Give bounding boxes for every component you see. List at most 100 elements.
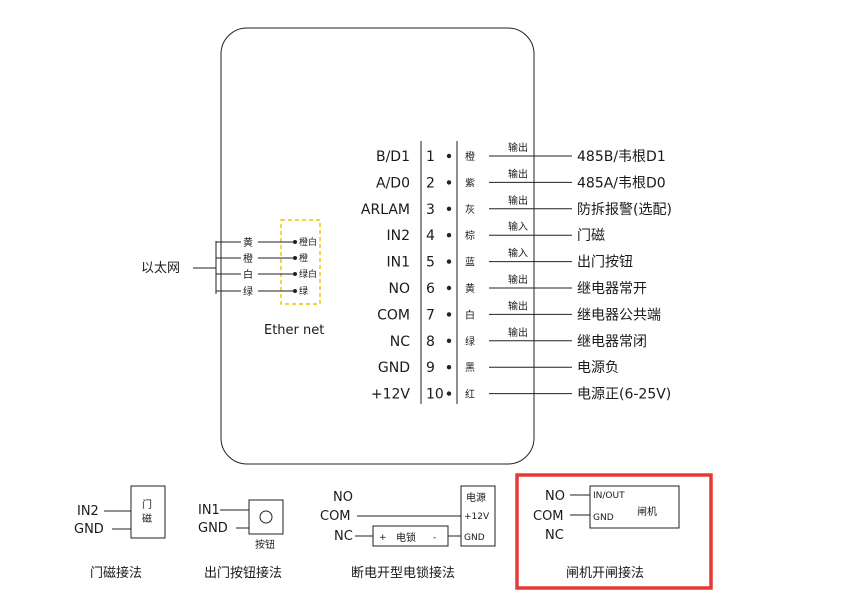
gate-in-port-label: IN/OUT bbox=[593, 491, 625, 501]
ethernet-pair-label: 绿 bbox=[299, 285, 308, 297]
terminal-signal-label: IN2 bbox=[386, 228, 410, 244]
terminal-pin-number: 9 bbox=[426, 360, 435, 376]
terminal-wire-color: 绿 bbox=[465, 335, 475, 348]
gate-caption: 闸机开闸接法 bbox=[566, 565, 644, 581]
terminal-signal-label: B/D1 bbox=[376, 149, 410, 165]
terminal-wire-color: 橙 bbox=[465, 150, 475, 163]
ethernet-pin-dot bbox=[293, 256, 297, 260]
device-outline bbox=[220, 27, 535, 465]
gate-no-label: NO bbox=[545, 489, 565, 504]
ethernet-wire-color: 白 bbox=[243, 268, 253, 281]
terminal-pin-number: 10 bbox=[426, 387, 444, 403]
lock-device-label: 电锁 bbox=[396, 531, 416, 544]
terminal-function-label: 485B/韦根D1 bbox=[577, 149, 666, 165]
gate-highlight-frame bbox=[515, 473, 713, 590]
terminal-signal-label: IN1 bbox=[386, 255, 410, 271]
terminal-function-label: 防拆报警(选配) bbox=[577, 202, 672, 218]
terminal-function-label: 继电器公共端 bbox=[577, 307, 661, 323]
ethernet-caption: Ether net bbox=[264, 323, 324, 338]
terminal-dot bbox=[446, 180, 452, 185]
terminal-wire-color: 棕 bbox=[465, 229, 475, 242]
power-supply-gnd-label: GND bbox=[464, 533, 485, 543]
terminal-pin-number: 5 bbox=[426, 255, 435, 271]
lock-caption: 断电开型电锁接法 bbox=[351, 565, 455, 581]
exit-button-wiring: IN1 GND 按钮 出门按钮接法 bbox=[198, 499, 284, 581]
terminal-dot bbox=[446, 206, 452, 211]
terminal-signal-label: +12V bbox=[371, 387, 411, 403]
terminal-signal-label: COM bbox=[377, 307, 410, 323]
door-sensor-gnd-label: GND bbox=[74, 522, 104, 537]
terminal-wire-color: 黑 bbox=[465, 362, 475, 374]
lock-no-label: NO bbox=[333, 490, 353, 505]
terminal-pin-number: 3 bbox=[426, 202, 435, 218]
exit-button-box bbox=[248, 499, 284, 535]
terminal-pin-number: 1 bbox=[426, 149, 435, 165]
terminal-wire-color: 灰 bbox=[465, 203, 475, 216]
terminal-function-label: 电源正(6-25V) bbox=[577, 387, 671, 403]
terminal-dot bbox=[446, 259, 452, 264]
terminal-function-label: 电源负 bbox=[577, 360, 619, 376]
lock-minus-label: - bbox=[433, 533, 436, 543]
terminal-wire-color: 白 bbox=[465, 308, 475, 321]
ethernet-pins: 黄橙白橙橙白绿白绿绿 bbox=[216, 236, 317, 298]
lock-nc-label: NC bbox=[334, 529, 353, 544]
ethernet-wire-color: 绿 bbox=[243, 285, 253, 298]
terminal-dot bbox=[446, 285, 452, 291]
exit-button-in-label: IN1 bbox=[198, 503, 220, 518]
terminal-pin-number: 4 bbox=[426, 228, 435, 244]
terminal-wire-color: 黄 bbox=[465, 282, 475, 295]
door-sensor-device-char-2: 磁 bbox=[142, 512, 152, 525]
terminal-direction-tag: 输出 bbox=[508, 194, 528, 207]
power-supply-box bbox=[460, 485, 496, 547]
exit-button-icon bbox=[259, 510, 273, 524]
ethernet-pair-label: 绿白 bbox=[299, 268, 317, 280]
power-supply-label: 电源 bbox=[466, 491, 486, 504]
terminal-pin-number: 6 bbox=[426, 281, 435, 297]
terminal-direction-tag: 输入 bbox=[508, 220, 528, 233]
terminal-signal-label: A/D0 bbox=[376, 175, 410, 191]
terminal-pin-number: 7 bbox=[426, 307, 435, 323]
terminal-dot bbox=[446, 338, 452, 343]
door-sensor-wiring: IN2 GND 门 磁 门磁接法 bbox=[74, 485, 166, 581]
terminal-direction-tag: 输出 bbox=[508, 326, 528, 339]
terminal-function-label: 485A/韦根D0 bbox=[577, 175, 666, 191]
terminal-dot bbox=[446, 153, 452, 159]
terminal-function-label: 出门按钮 bbox=[577, 255, 633, 271]
power-off-lock-wiring: NO COM NC + 电锁 - 电源 +12V GND 断电开型电锁接法 bbox=[320, 485, 496, 581]
terminal-wire-color: 蓝 bbox=[465, 257, 475, 269]
terminal-dot bbox=[446, 365, 452, 370]
terminal-pin-number: 8 bbox=[426, 334, 435, 350]
ethernet-pin-dot bbox=[293, 240, 297, 244]
terminal-signal-label: ARLAM bbox=[361, 202, 410, 218]
terminal-direction-tag: 输出 bbox=[508, 167, 528, 180]
terminal-wire-color: 紫 bbox=[465, 177, 475, 189]
gate-nc-label: NC bbox=[545, 528, 564, 543]
door-sensor-in-label: IN2 bbox=[77, 504, 99, 519]
terminal-direction-tag: 输入 bbox=[508, 247, 528, 260]
terminal-dot bbox=[446, 391, 452, 396]
door-sensor-box bbox=[130, 485, 166, 539]
exit-button-device-label: 按钮 bbox=[255, 538, 275, 551]
power-supply-pos-label: +12V bbox=[464, 512, 490, 522]
ethernet-pin-dot bbox=[293, 289, 297, 293]
ethernet-pin-dot bbox=[293, 272, 297, 276]
terminal-dot bbox=[446, 233, 452, 238]
lock-plus-label: + bbox=[379, 533, 387, 543]
ethernet-label: 以太网 bbox=[141, 261, 180, 276]
terminal-signal-label: GND bbox=[378, 360, 410, 376]
gate-gnd-port-label: GND bbox=[593, 513, 614, 523]
ethernet-wire-color: 橙 bbox=[243, 252, 253, 265]
terminal-pin-number: 2 bbox=[426, 175, 435, 191]
exit-button-gnd-label: GND bbox=[198, 521, 228, 536]
terminal-direction-tag: 输出 bbox=[508, 273, 528, 286]
terminal-wire-color: 红 bbox=[465, 388, 475, 401]
terminal-direction-tag: 输出 bbox=[508, 141, 528, 154]
terminal-function-label: 继电器常闭 bbox=[577, 334, 647, 350]
terminal-function-label: 门磁 bbox=[577, 228, 605, 244]
ethernet-wire-color: 黄 bbox=[243, 236, 253, 249]
exit-button-caption: 出门按钮接法 bbox=[204, 565, 282, 581]
gate-device-label: 闸机 bbox=[637, 505, 657, 518]
